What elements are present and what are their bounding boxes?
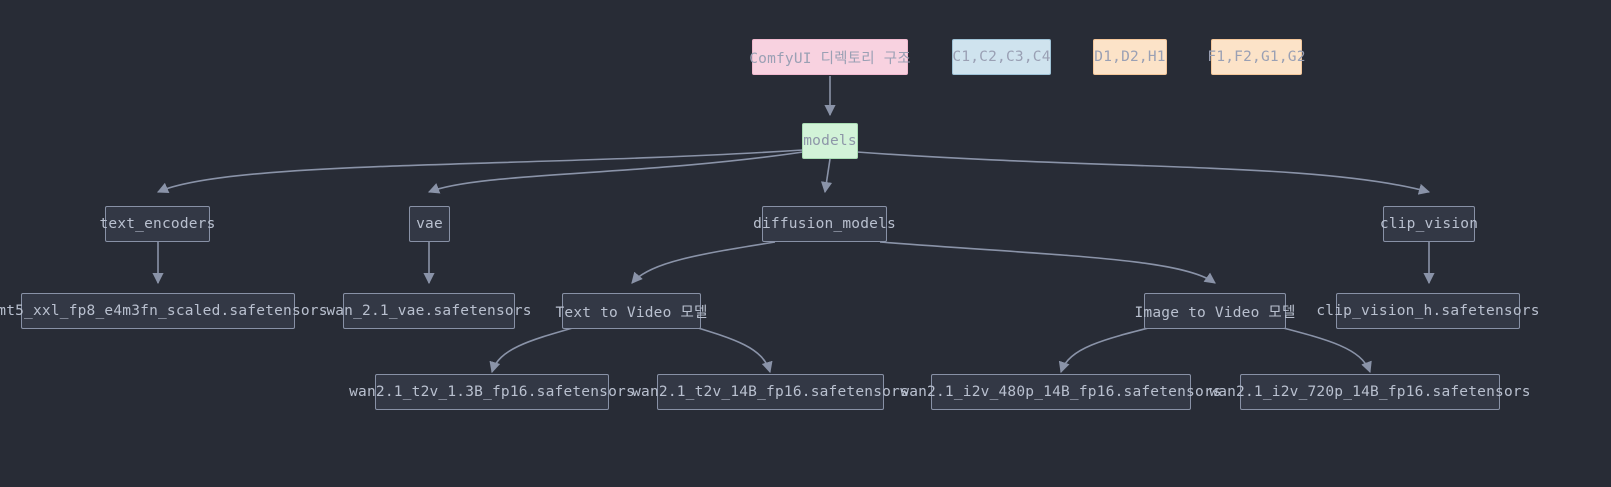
node-legend-c[interactable]: C1,C2,C3,C4: [952, 39, 1051, 75]
node-vae[interactable]: vae: [409, 206, 450, 242]
edge-diffusion-i2v: [879, 241, 1216, 284]
node-legend-f[interactable]: F1,F2,G1,G2: [1207, 39, 1305, 75]
node-legend-d[interactable]: D1,D2,H1: [1093, 39, 1167, 75]
node-t2v-1-3b-safetensors[interactable]: wan2.1_t2v_1.3B_fp16.safetensors: [349, 374, 635, 410]
node-models[interactable]: models: [802, 123, 858, 159]
node-i2v-720p-safetensors[interactable]: wan2.1_i2v_720p_14B_fp16.safetensors: [1209, 374, 1531, 410]
node-umt5-safetensors[interactable]: umt5_xxl_fp8_e4m3fn_scaled.safetensors: [0, 293, 327, 329]
edge-models-text-encoders: [156, 149, 804, 194]
node-t2v-14b-safetensors[interactable]: wan2.1_t2v_14B_fp16.safetensors: [632, 374, 909, 410]
node-i2v-480p-safetensors[interactable]: wan2.1_i2v_480p_14B_fp16.safetensors: [900, 374, 1222, 410]
edge-diffusion-t2v: [631, 241, 776, 284]
node-clip-vision-h-safetensors[interactable]: clip_vision_h.safetensors: [1316, 293, 1539, 329]
edge-models-vae: [427, 151, 804, 194]
node-wan-vae-safetensors[interactable]: wan_2.1_vae.safetensors: [326, 293, 532, 329]
node-text-encoders[interactable]: text_encoders: [99, 206, 215, 242]
node-diffusion-models[interactable]: diffusion_models: [753, 206, 896, 242]
node-text-to-video-group[interactable]: Text to Video 모델: [555, 293, 707, 329]
node-image-to-video-group[interactable]: Image to Video 모델: [1134, 293, 1295, 329]
edge-models-diffusion: [820, 158, 833, 194]
node-title[interactable]: ComfyUI 디렉토리 구조: [749, 39, 911, 75]
node-clip-vision[interactable]: clip_vision: [1380, 206, 1478, 242]
edge-models-clip-vision: [856, 151, 1431, 195]
